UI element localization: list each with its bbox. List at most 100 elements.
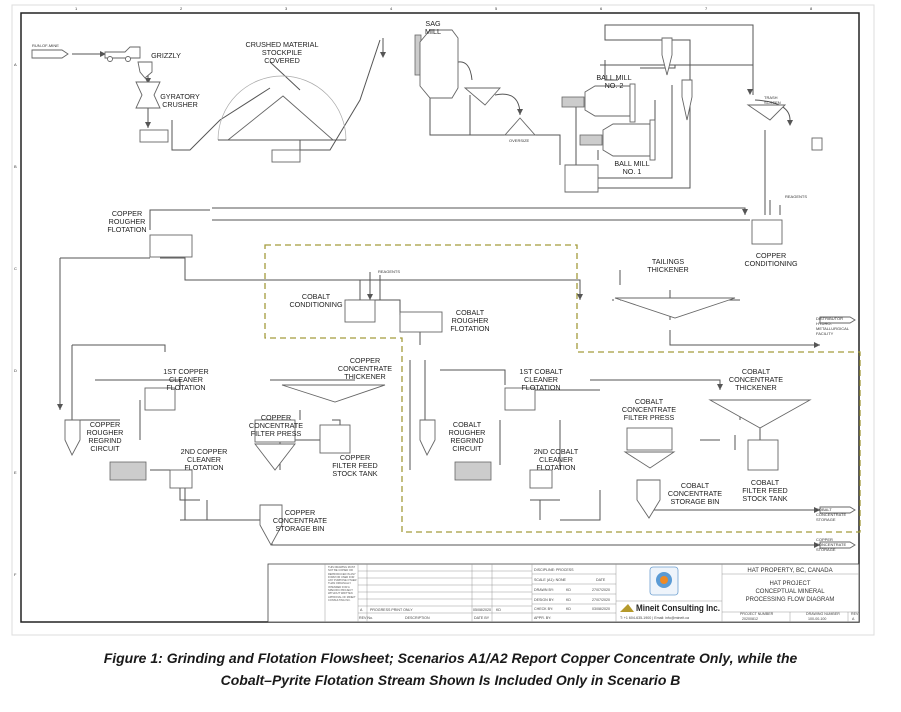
label-cobalt-regrind: REGRIND	[450, 436, 483, 445]
ball-mill-2-feed	[561, 96, 585, 108]
cobalt-regrind-mill	[454, 461, 492, 481]
rev-header: REV No.	[359, 616, 373, 620]
check-date: 03/08/2020	[592, 607, 610, 611]
cobalt-concentrate-thickener	[708, 399, 812, 429]
label-trash-screen: TRASH	[764, 95, 778, 100]
copper-regrind-cyclone	[64, 419, 81, 457]
label-copper-storage-bin: STORAGE BIN	[276, 524, 325, 533]
revision-by: KD	[496, 608, 501, 612]
copper-regrind-mill	[109, 461, 147, 481]
label-tailings-thickener: THICKENER	[647, 265, 689, 274]
drawn-date: 27/07/2020	[592, 588, 610, 592]
date-header: DATE	[596, 578, 606, 582]
grid-column-7: 7	[705, 6, 708, 11]
label-first-cobalt-cleaner: FLOTATION	[521, 383, 560, 392]
cobalt-filter-press	[626, 427, 673, 451]
label-grizzly: GRIZZLY	[151, 51, 181, 60]
grid-row-b: B	[14, 164, 17, 169]
stockpile	[227, 95, 334, 141]
label-copper-regrind: COPPER	[90, 420, 120, 429]
copyright-notice: THIS DRAWING MUST NOT BE COPIED OR REPRO…	[328, 566, 357, 602]
grid-row-e: E	[14, 470, 17, 475]
reclaim-feeder	[271, 149, 301, 163]
first-copper-cleaner-cells	[144, 387, 176, 411]
grid-row-c: C	[14, 266, 17, 271]
grid-row-a: A	[14, 62, 17, 67]
label-copper-conc-storage: STORAGE	[816, 547, 836, 552]
label-copper-rougher-flotation: FLOTATION	[107, 225, 146, 234]
label-cobalt-conc-storage: STORAGE	[816, 517, 836, 522]
label-cobalt-filter-press: COBALT	[635, 397, 664, 406]
label-stockpile: COVERED	[264, 56, 300, 65]
label-oversize: OVERSIZE	[509, 138, 530, 143]
description-header: DESCRIPTION	[405, 616, 430, 620]
flow-arrows	[57, 51, 820, 548]
cobalt-rougher-cells	[399, 311, 443, 333]
label-reagents: REAGENTS	[785, 194, 807, 199]
label-copper-storage-bin: COPPER	[285, 508, 315, 517]
drawn-by-label: DRAWN BY:	[534, 588, 554, 592]
label-cobalt-regrind: CIRCUIT	[452, 444, 482, 453]
label-cobalt-rougher-flotation: COBALT	[456, 308, 485, 317]
cyclone-1	[661, 37, 673, 76]
copper-storage-outlet	[819, 541, 856, 549]
grid-column-4: 4	[390, 6, 393, 11]
label-reagents: REAGENTS	[378, 269, 400, 274]
label-tailings-thickener: TAILINGS	[652, 257, 684, 266]
grid-column-6: 6	[600, 6, 603, 11]
grid-column-2: 2	[180, 6, 183, 11]
cobalt-storage-outlet	[819, 506, 856, 514]
drawn-by: KD	[566, 588, 571, 592]
revision-date: 05/08/2020	[473, 608, 491, 612]
design-by-label: DESIGN BY:	[534, 598, 554, 602]
label-copper-conditioning: COPPER	[756, 251, 786, 260]
design-date: 27/07/2020	[592, 598, 610, 602]
label-copper-concentrate-thickener: COPPER	[350, 356, 380, 365]
approved-by-label: APPR. BY:	[534, 616, 551, 620]
label-copper-regrind: CIRCUIT	[90, 444, 120, 453]
distributor-outlet	[819, 316, 856, 324]
drawing-title: HAT PROJECT	[769, 581, 810, 587]
grid-column-3: 3	[285, 6, 288, 11]
label-cobalt-filter-press: CONCENTRATE	[622, 405, 676, 414]
label-cobalt-concentrate-thickener: CONCENTRATE	[729, 375, 783, 384]
property-name: HAT PROPERTY, BC, CANADA	[747, 568, 832, 574]
label-second-copper-cleaner: FLOTATION	[184, 463, 223, 472]
drawing-number: 100-00-100	[808, 617, 826, 621]
drawing-title: CONCEPTUAL MINERAL	[755, 589, 825, 595]
project-number-label: PROJECT NUMBER	[740, 612, 774, 616]
copper-filter-feed-tank	[319, 424, 351, 454]
label-gyratory-crusher: CRUSHER	[162, 100, 198, 109]
scale: SCALE (A1): NONE	[534, 578, 567, 582]
ball-mill-1	[602, 123, 651, 157]
label-distributor: FACILITY	[816, 331, 834, 336]
date-by-header: DATE BY	[474, 616, 490, 620]
label-cobalt-concentrate-thickener: THICKENER	[735, 383, 777, 392]
equipment	[31, 29, 856, 549]
cobalt-conditioning-tank	[344, 299, 376, 323]
grizzly	[137, 61, 153, 79]
label-ball-mill-2: NO. 2	[605, 81, 624, 90]
label-copper-filter-press: CONCENTRATE	[249, 421, 303, 430]
label-cobalt-rougher-flotation: ROUGHER	[452, 316, 489, 325]
label-ball-mill-1: NO. 1	[623, 167, 642, 176]
label-copper-conc-storage: CONCENTRATE	[816, 542, 846, 547]
label-copper-regrind: REGRIND	[88, 436, 121, 445]
label-trash-screen: SCREEN	[764, 100, 781, 105]
label-cobalt-filter-feed: FILTER FEED	[742, 486, 787, 495]
company-name: Mineit Consulting Inc.	[636, 603, 720, 613]
gyratory-crusher	[135, 81, 161, 109]
second-cobalt-cleaner-cells	[529, 469, 553, 489]
revision-description: PROGRESS PRINT ONLY	[370, 608, 413, 612]
cobalt-regrind-cyclone	[419, 419, 436, 457]
label-sag-mill: SAG	[425, 19, 441, 28]
cyclone-feed-pump-box	[564, 164, 599, 193]
figure-caption-line-1: Figure 1: Grinding and Flotation Flowshe…	[103, 650, 798, 666]
label-cobalt-storage-bin: CONCENTRATE	[668, 489, 722, 498]
label-cobalt-rougher-flotation: FLOTATION	[450, 324, 489, 333]
company-logo	[620, 566, 679, 612]
label-first-copper-cleaner: FLOTATION	[166, 383, 205, 392]
copper-concentrate-thickener	[281, 384, 386, 403]
figure-caption-line-2: Cobalt–Pyrite Flotation Stream Shown Is …	[220, 672, 681, 688]
